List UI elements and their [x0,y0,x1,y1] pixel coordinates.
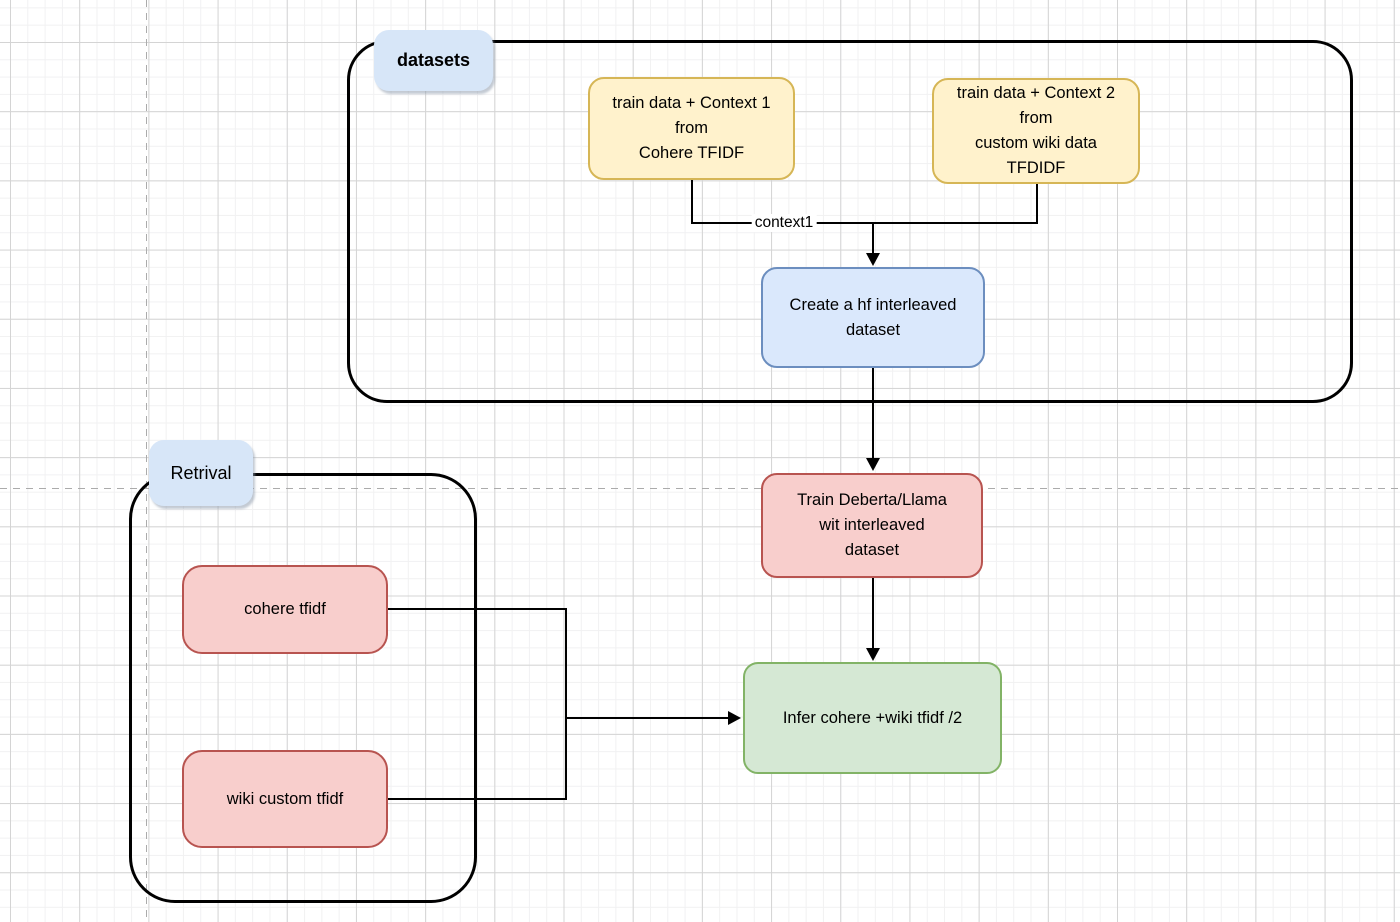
edge-wiki-horizontal [388,798,567,800]
edge-label-context1[interactable]: context1 [751,214,817,232]
node-train-data-context1-text: train data + Context 1 from Cohere TFIDF [612,94,771,162]
edge-train-to-infer [872,578,874,650]
node-create-hf-interleaved-dataset[interactable]: Create a hf interleaved dataset [761,267,985,368]
edge-merge-arrowhead [866,253,880,266]
node-train-deberta-llama-text: Train Deberta/Llama wit interleaved data… [797,491,947,559]
edge-merge-drop [872,223,874,254]
group-label-retrival[interactable]: Retrival [149,440,253,506]
node-infer-cohere-wiki-tfidf-text: Infer cohere +wiki tfidf /2 [782,708,963,727]
node-train-data-context2-text: train data + Context 2 from custom wiki … [956,84,1116,177]
group-datasets[interactable] [347,40,1353,403]
edge-ctx1-stem [691,180,693,224]
edge-junction-to-infer-arrowhead [728,711,741,725]
edge-junction-vertical [565,608,567,800]
edge-junction-to-infer [567,717,729,719]
node-create-hf-interleaved-dataset-text: Create a hf interleaved dataset [789,295,957,339]
edge-ctx2-horizontal [872,222,1038,224]
group-label-datasets[interactable]: datasets [374,30,493,91]
edge-interleaved-to-train [872,368,874,460]
group-retrival[interactable] [129,473,477,903]
group-label-retrival-text: Retrival [170,462,232,483]
edge-cohere-horizontal [388,608,567,610]
page-boundary-vertical [146,0,147,922]
node-cohere-tfidf[interactable]: cohere tfidf [182,565,388,654]
node-cohere-tfidf-text: cohere tfidf [244,600,326,618]
group-label-datasets-text: datasets [396,50,471,70]
node-infer-cohere-wiki-tfidf[interactable]: Infer cohere +wiki tfidf /2 [743,662,1002,774]
node-train-data-context1[interactable]: train data + Context 1 from Cohere TFIDF [588,77,795,180]
node-wiki-custom-tfidf-text: wiki custom tfidf [226,789,344,808]
page-boundary-horizontal [0,488,1400,489]
node-train-deberta-llama[interactable]: Train Deberta/Llama wit interleaved data… [761,473,983,578]
node-wiki-custom-tfidf[interactable]: wiki custom tfidf [182,750,388,848]
edge-interleaved-to-train-arrowhead [866,458,880,471]
edge-train-to-infer-arrowhead [866,648,880,661]
edge-ctx2-stem [1036,184,1038,224]
node-train-data-context2[interactable]: train data + Context 2 from custom wiki … [932,78,1140,184]
